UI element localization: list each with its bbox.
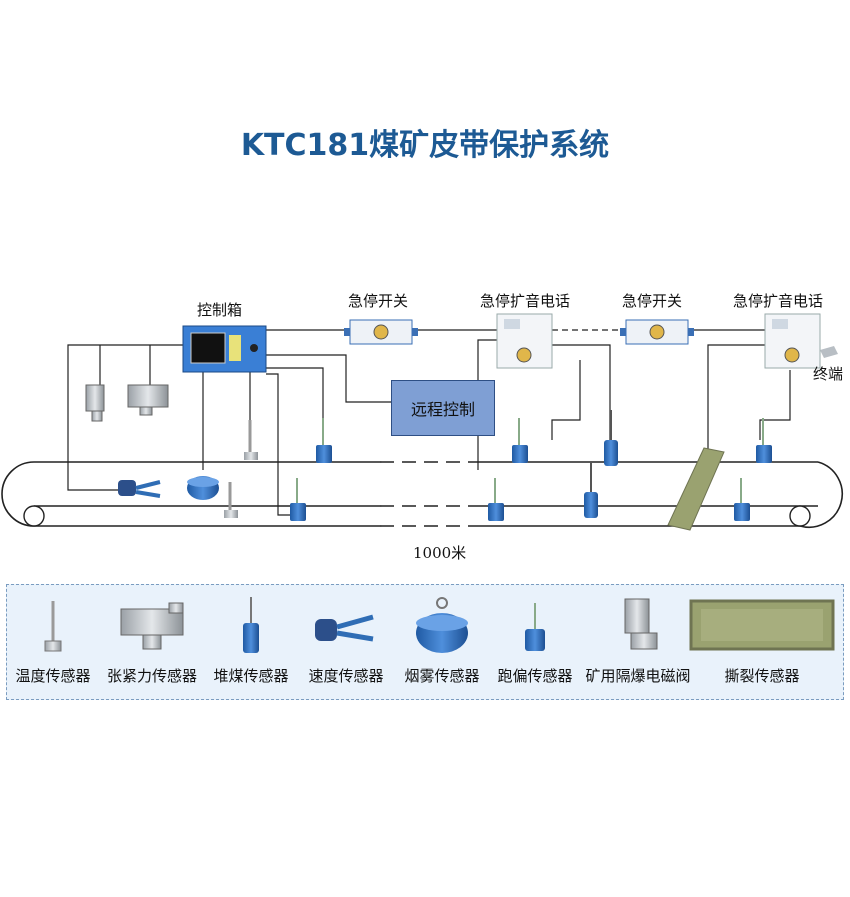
legend-item-tension: 张紧力传感器: [99, 585, 205, 701]
speed-sensor-field: [118, 480, 161, 498]
label-phone-1: 急停扩音电话: [480, 292, 571, 310]
label-belt-length: 1000米: [413, 544, 467, 562]
sensor-legend: 温度传感器 张紧力传感器 堆煤传感器 速度传感器 烟雾传感器: [6, 584, 844, 700]
legend-item-smoke: 烟雾传感器: [395, 585, 489, 701]
legend-label: 张紧力传感器: [106, 667, 197, 685]
legend-label: 撕裂传感器: [724, 667, 800, 685]
label-terminal: 终端: [813, 365, 844, 383]
label-estop-1: 急停开关: [348, 292, 409, 310]
legend-label: 跑偏传感器: [497, 667, 573, 685]
label-control-box: 控制箱: [197, 301, 243, 319]
tail-pulley: [789, 505, 811, 527]
label-phone-2: 急停扩音电话: [733, 292, 824, 310]
speed-sensor-icon: [315, 614, 374, 642]
coal-pile-sensor-icon: [243, 597, 259, 653]
solenoid-valve-icon: [624, 598, 658, 650]
deviation-sensors-field: [290, 418, 772, 521]
control-box: [182, 325, 267, 373]
emergency-stop-switch-1: [344, 319, 418, 345]
label-estop-2: 急停开关: [622, 292, 683, 310]
tension-sensor-field: [127, 384, 169, 416]
legend-label: 温度传感器: [15, 667, 91, 685]
legend-item-coal-pile: 堆煤传感器: [207, 585, 295, 701]
temperature-sensor-icon: [44, 601, 62, 652]
legend-item-solenoid-valve: 矿用隔爆电磁阀: [577, 585, 699, 701]
legend-label: 速度传感器: [308, 667, 384, 685]
remote-control-box: 远程控制: [391, 380, 495, 436]
emergency-phone-2: [764, 313, 838, 369]
belt-system-diagram: [1, 313, 844, 531]
legend-item-tear: 撕裂传感器: [687, 585, 837, 701]
page-title: KTC181煤矿皮带保护系统: [240, 128, 610, 163]
legend-label: 矿用隔爆电磁阀: [585, 667, 691, 685]
emergency-phone-1: [496, 313, 553, 369]
solenoid-valve-field: [85, 384, 105, 422]
smoke-sensor-field: [187, 476, 219, 500]
emergency-stop-switch-2: [620, 319, 694, 345]
tear-sensor-icon: [689, 599, 835, 651]
coal-pile-sensors-field: [584, 410, 618, 518]
head-pulley: [23, 505, 45, 527]
smoke-sensor-icon: [416, 597, 468, 653]
tension-sensor-icon: [120, 602, 184, 650]
tear-sensor-field: [667, 447, 725, 531]
legend-label: 堆煤传感器: [213, 667, 289, 685]
legend-label: 烟雾传感器: [404, 667, 480, 685]
temperature-sensor-field: [224, 420, 258, 518]
legend-item-deviation: 跑偏传感器: [491, 585, 579, 701]
legend-item-speed: 速度传感器: [301, 585, 391, 701]
legend-item-temperature: 温度传感器: [11, 585, 95, 701]
deviation-sensor-icon: [525, 603, 545, 651]
